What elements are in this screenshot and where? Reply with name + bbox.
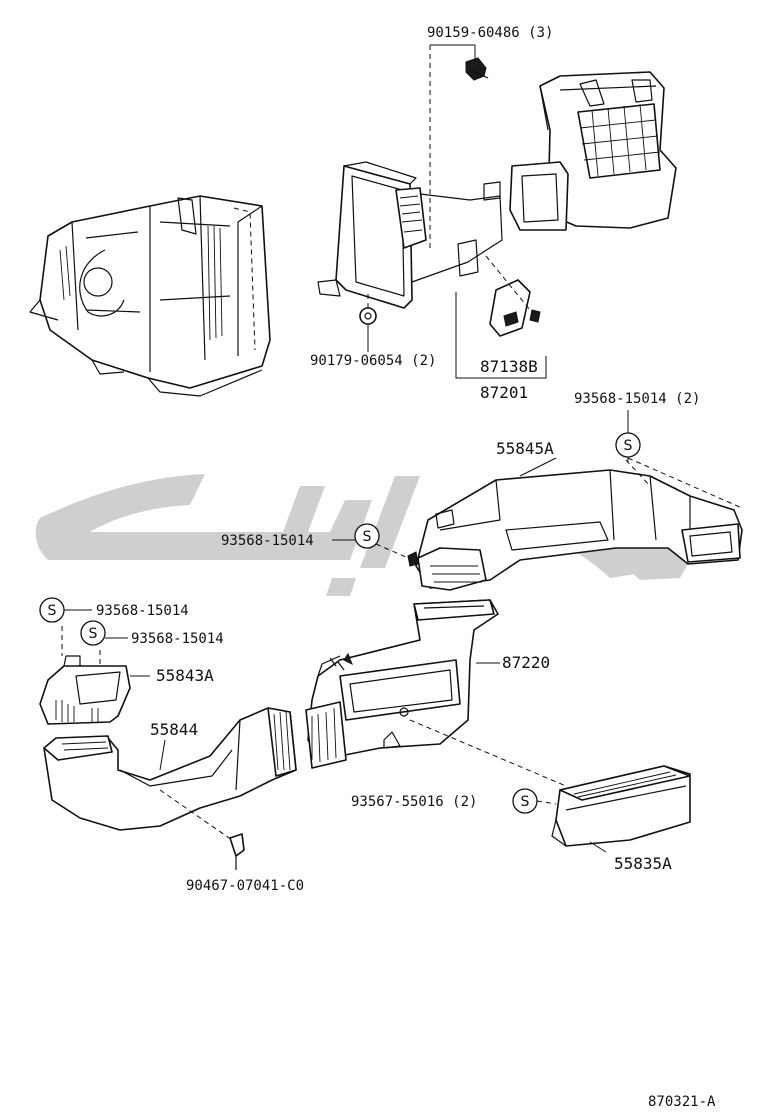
upper-duct-dash-inner xyxy=(625,459,651,487)
svg-text:S: S xyxy=(521,794,530,810)
svg-text:S: S xyxy=(624,438,633,454)
svg-text:S: S xyxy=(363,529,372,545)
seal-symbol-lower: S xyxy=(512,788,538,814)
heater-duct-dash xyxy=(409,719,567,787)
label-screw-right-top: 93568-15014 (2) xyxy=(574,391,700,407)
blower-housing xyxy=(317,161,503,309)
heater-duct xyxy=(305,599,499,769)
seal-symbol-mid: S xyxy=(354,523,380,549)
bolt-icon xyxy=(465,57,489,81)
upper-right-intake-duct xyxy=(509,71,677,231)
label-duct-small: 55843A xyxy=(156,666,214,685)
heater-unit xyxy=(29,195,271,397)
lower-left-duct xyxy=(43,707,297,831)
label-heater-duct: 87220 xyxy=(502,653,550,672)
label-bolt-top: 90159-60486 (3) xyxy=(427,25,553,41)
label-screw-left-2: 93568-15014 xyxy=(131,631,224,647)
small-duct xyxy=(39,655,131,725)
label-resistor: 87138B xyxy=(480,357,538,376)
leader-55845A xyxy=(519,457,557,477)
leader-55844 xyxy=(159,739,166,771)
screw-small-icon xyxy=(529,309,541,323)
label-clip: 90467-07041-C0 xyxy=(186,878,304,894)
clip-icon xyxy=(229,833,245,870)
label-duct-upper: 55845A xyxy=(496,439,554,458)
register-vent xyxy=(551,765,691,847)
seal-dash-lower xyxy=(536,800,557,805)
leader-55835A xyxy=(589,841,607,853)
label-screw-lower: 93567-55016 (2) xyxy=(351,794,477,810)
diagram-id: 870321-A xyxy=(648,1094,716,1110)
label-blower-assy: 87201 xyxy=(480,383,528,402)
nut-icon xyxy=(359,307,377,325)
bolt-leader xyxy=(430,44,476,62)
seal-symbol-left-2: S xyxy=(80,620,106,646)
label-duct-lower-left: 55844 xyxy=(150,720,198,739)
svg-text:S: S xyxy=(48,603,57,619)
label-screw-left-1: 93568-15014 xyxy=(96,603,189,619)
lower-left-duct-dash xyxy=(159,789,233,841)
seal-symbol-left-1: S xyxy=(39,597,65,623)
svg-text:S: S xyxy=(89,626,98,642)
upper-long-duct xyxy=(407,469,743,591)
resistor-dash xyxy=(485,255,531,311)
seal-dash-mid xyxy=(375,543,409,559)
label-screw-mid: 93568-15014 xyxy=(221,533,314,549)
seal-symbol-right-top: S xyxy=(615,432,641,458)
upper-duct-dash-right xyxy=(627,457,743,509)
assy-bracket xyxy=(455,292,547,379)
small-duct-dash xyxy=(61,626,101,668)
label-register: 55835A xyxy=(614,854,672,873)
resistor-icon xyxy=(489,279,531,337)
label-nut: 90179-06054 (2) xyxy=(310,353,436,369)
